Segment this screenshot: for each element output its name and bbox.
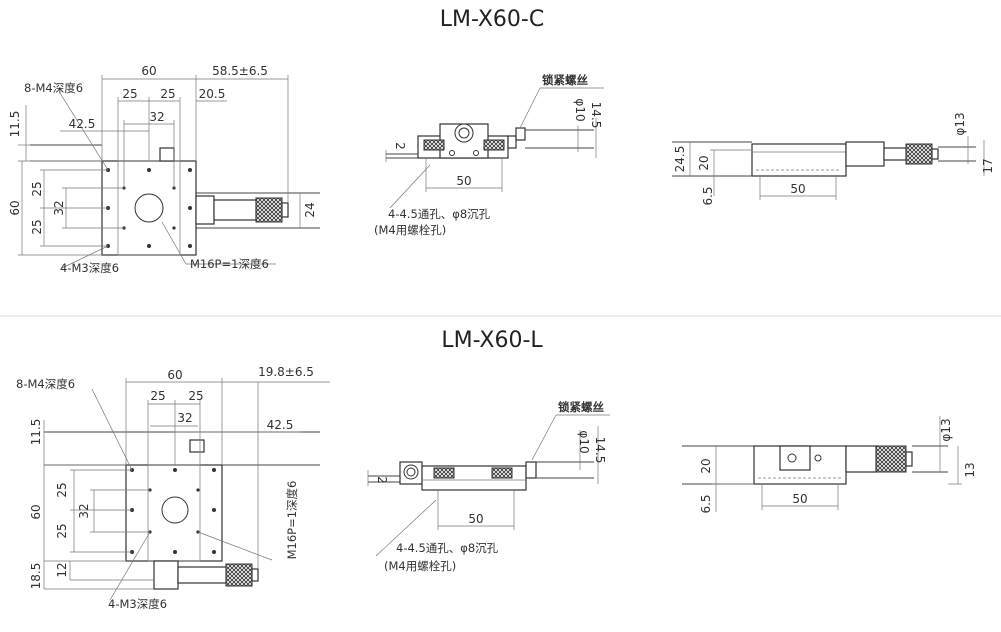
hole-note: 4-4.5通孔、φ8沉孔: [396, 541, 499, 555]
dim-60: 60: [167, 368, 182, 382]
dim-20: 20: [697, 155, 711, 170]
dim-25b: 25: [188, 389, 203, 403]
top-side-view: φ13 24.5 20 17 6.5 50: [672, 112, 995, 206]
dim-32: 32: [177, 411, 192, 425]
dim-6-5: 6.5: [699, 494, 713, 513]
dim-stroke: 58.5±6.5: [212, 64, 268, 78]
dim-12: 12: [55, 562, 69, 577]
dim-50: 50: [456, 174, 471, 188]
dim-17: 17: [981, 158, 995, 173]
dim-60: 60: [141, 64, 156, 78]
lock-screw-label: 锁紧螺丝: [558, 400, 604, 414]
top-front-view: 锁紧螺丝 φ10 14.5 2 50 4-4.5通孔、φ8沉孔 (M4用螺栓孔): [374, 73, 604, 237]
dim-50: 50: [792, 492, 807, 506]
top-plan-view: 60 58.5±6.5 25 25 20.5 32 42.5 11.5 60 2…: [8, 64, 320, 275]
dim-25a: 25: [122, 87, 137, 101]
dim-60v: 60: [29, 504, 43, 519]
center-hole: [134, 193, 164, 223]
dim-11-5: 11.5: [29, 419, 43, 446]
dim-25b: 25: [160, 87, 175, 101]
dim-phi13: φ13: [939, 418, 953, 441]
label-m3-holes: 4-M3深度6: [60, 261, 119, 275]
dim-14-5: 14.5: [593, 437, 607, 464]
dim-42-5: 42.5: [267, 418, 294, 432]
bottom-front-view: 锁紧螺丝 φ10 14.5 2 50 4-4.5通孔、φ8沉孔 (M4用螺栓孔): [367, 400, 610, 573]
dim-phi10: φ10: [573, 98, 587, 121]
dim-20-5: 20.5: [199, 87, 226, 101]
title-lm-x60-c: LM-X60-C: [440, 7, 544, 32]
dim-25a: 25: [150, 389, 165, 403]
dim-13: 13: [963, 462, 977, 477]
dim-60v: 60: [8, 200, 22, 215]
dim-25d: 25: [55, 523, 69, 538]
dim-6-5: 6.5: [701, 186, 715, 205]
dim-25c: 25: [30, 181, 44, 196]
dim-25c: 25: [55, 482, 69, 497]
label-m4-holes: 8-M4深度6: [24, 81, 83, 95]
dim-phi13: φ13: [953, 112, 967, 135]
dim-20: 20: [699, 458, 713, 473]
dim-32v: 32: [77, 503, 91, 518]
bolt-note: (M4用螺栓孔): [374, 223, 446, 237]
bottom-side-view: φ13 20 13 6.5 50: [682, 416, 977, 514]
bolt-note: (M4用螺栓孔): [384, 559, 456, 573]
dim-50: 50: [468, 512, 483, 526]
label-m3-holes: 4-M3深度6: [108, 597, 167, 611]
dim-stroke: 19.8±6.5: [258, 365, 314, 379]
dim-14-5: 14.5: [589, 102, 603, 129]
lock-screw-label: 锁紧螺丝: [542, 73, 588, 87]
dim-24: 24: [303, 202, 317, 217]
dim-18-5: 18.5: [29, 563, 43, 590]
label-m4-holes: 8-M4深度6: [16, 377, 75, 391]
dim-32: 32: [149, 110, 164, 124]
dim-2: 2: [375, 476, 389, 484]
dim-11-5: 11.5: [8, 111, 22, 138]
dim-32v: 32: [52, 200, 66, 215]
label-m16-thread: M16P=1深度6: [285, 481, 299, 560]
bottom-plan-view: 60 19.8±6.5 25 25 32 42.5 11.5 60 25 32 …: [16, 365, 330, 611]
hole-note: 4-4.5通孔、φ8沉孔: [388, 207, 491, 221]
dim-50: 50: [790, 182, 805, 196]
dim-42-5: 42.5: [69, 117, 96, 131]
title-lm-x60-l: LM-X60-L: [441, 328, 543, 353]
dim-phi10: φ10: [577, 430, 591, 453]
dim-24-5: 24.5: [673, 146, 687, 173]
label-m16-thread: M16P=1深度6: [190, 257, 269, 271]
dim-25d: 25: [30, 219, 44, 234]
dim-2: 2: [393, 142, 407, 150]
